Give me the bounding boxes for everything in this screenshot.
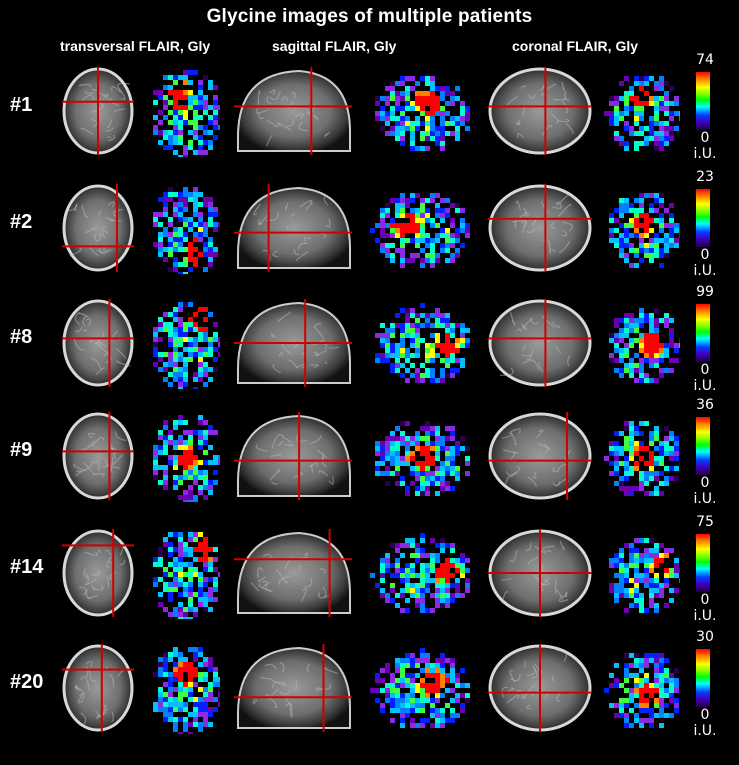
- column-header-coronal: coronal FLAIR, Gly: [512, 38, 639, 54]
- coronal-glycine-map: [604, 648, 680, 728]
- coronal-flair-image: [486, 527, 594, 619]
- transversal-glycine-map: [148, 65, 220, 157]
- coronal-glycine-map: [604, 71, 680, 151]
- sagittal-flair-image: [232, 642, 354, 734]
- coronal-flair-image: [486, 642, 594, 734]
- patient-id-label: #20: [10, 671, 44, 693]
- transversal-flair-image: [60, 410, 136, 502]
- transversal-glycine-map: [148, 182, 220, 274]
- transversal-glycine-map: [148, 297, 220, 389]
- color-scale-bar: [696, 72, 710, 130]
- patient-id-label: #2: [10, 211, 33, 233]
- sagittal-glycine-map: [370, 188, 470, 268]
- color-scale-unit: i.U.: [693, 723, 717, 739]
- sagittal-flair-image: [232, 297, 354, 389]
- color-scale-min: 0: [700, 475, 710, 491]
- color-scale-max: 75: [696, 514, 714, 530]
- sagittal-glycine-map: [370, 647, 470, 728]
- sagittal-flair-image: [232, 182, 354, 274]
- color-scale-bar: [696, 417, 710, 475]
- color-scale-min: 0: [700, 362, 710, 378]
- sagittal-glycine-map: [370, 416, 470, 496]
- sagittal-glycine-map: [370, 532, 470, 613]
- coronal-glycine-map: [604, 303, 680, 383]
- color-scale-max: 99: [696, 284, 714, 300]
- sagittal-flair-image: [232, 65, 354, 157]
- coronal-glycine-map: [604, 533, 680, 613]
- transversal-glycine-map: [148, 642, 220, 734]
- color-scale-bar: [696, 649, 710, 707]
- patient-id-label: #14: [10, 556, 44, 578]
- color-scale-max: 30: [696, 629, 714, 645]
- color-scale-min: 0: [700, 130, 710, 146]
- color-scale-unit: i.U.: [693, 263, 717, 279]
- column-header-sagittal: sagittal FLAIR, Gly: [272, 38, 397, 54]
- patient-id-label: #8: [10, 326, 33, 348]
- color-scale-bar: [696, 534, 710, 592]
- coronal-flair-image: [486, 182, 594, 274]
- transversal-flair-image: [60, 65, 136, 157]
- color-scale-bar: [696, 304, 710, 362]
- color-scale-max: 23: [696, 169, 714, 185]
- color-scale-unit: i.U.: [693, 608, 717, 624]
- color-scale-min: 0: [700, 592, 710, 608]
- transversal-glycine-map: [148, 527, 220, 619]
- sagittal-glycine-map: [370, 302, 470, 383]
- column-header-transversal: transversal FLAIR, Gly: [60, 38, 211, 54]
- transversal-flair-image: [60, 642, 136, 734]
- transversal-flair-image: [60, 527, 136, 619]
- color-scale-unit: i.U.: [693, 146, 717, 162]
- transversal-flair-image: [60, 297, 136, 389]
- color-scale-unit: i.U.: [693, 491, 717, 507]
- patient-id-label: #9: [10, 439, 33, 461]
- coronal-flair-image: [486, 65, 594, 157]
- color-scale-min: 0: [700, 247, 710, 263]
- color-scale-max: 74: [696, 52, 714, 68]
- figure-title: Glycine images of multiple patients: [206, 6, 533, 27]
- color-scale-max: 36: [696, 397, 714, 413]
- coronal-glycine-map: [604, 416, 680, 496]
- sagittal-flair-image: [232, 410, 354, 502]
- coronal-flair-image: [486, 410, 594, 502]
- patient-id-label: #1: [10, 94, 33, 116]
- color-scale-unit: i.U.: [693, 378, 717, 394]
- sagittal-flair-image: [232, 527, 354, 619]
- transversal-flair-image: [60, 182, 136, 274]
- color-scale-bar: [696, 189, 710, 247]
- coronal-glycine-map: [604, 188, 680, 268]
- sagittal-glycine-map: [370, 71, 470, 151]
- transversal-glycine-map: [148, 410, 220, 502]
- color-scale-min: 0: [700, 707, 710, 723]
- coronal-flair-image: [486, 297, 594, 389]
